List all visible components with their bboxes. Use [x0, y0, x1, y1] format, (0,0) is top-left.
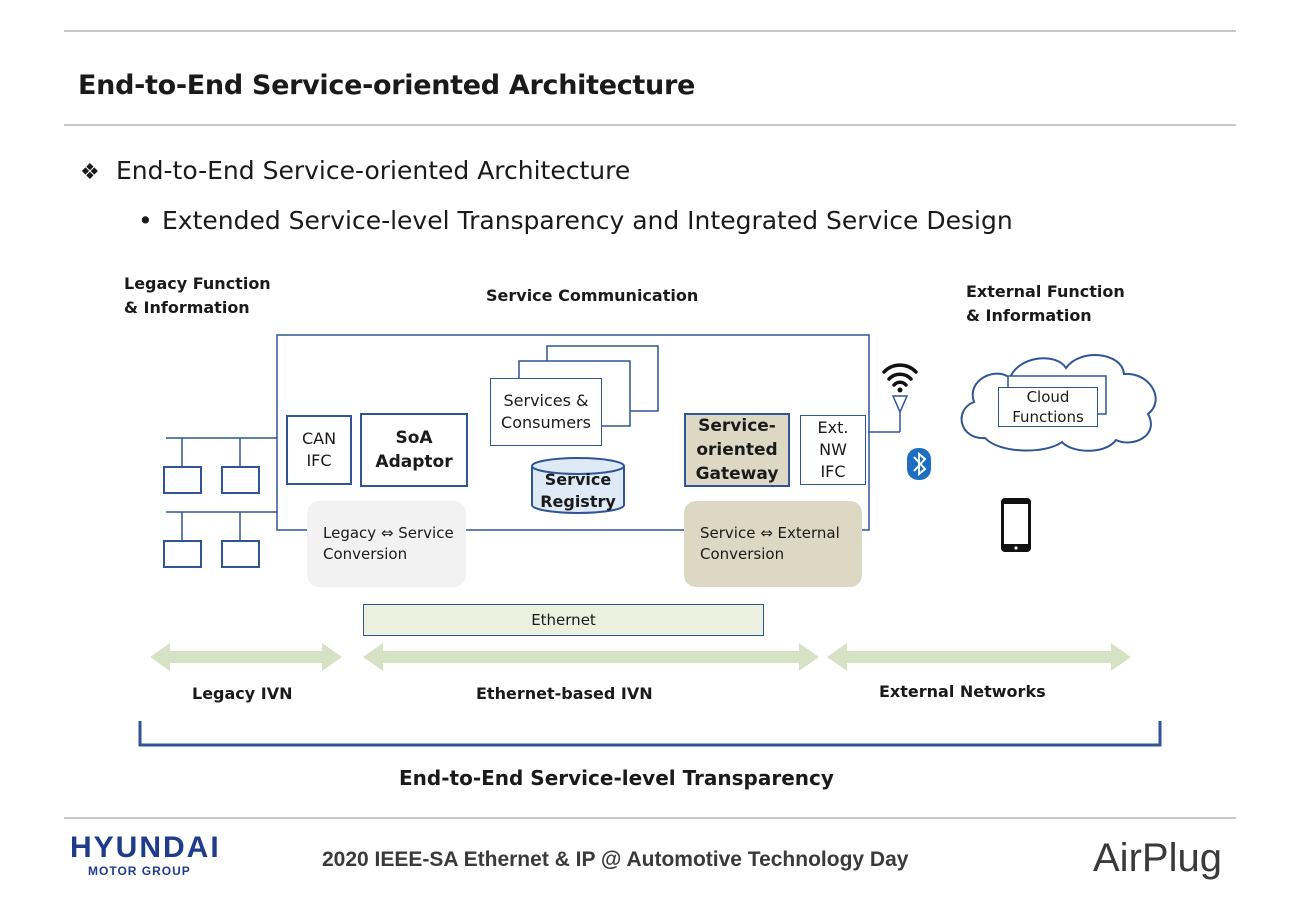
transparency-bracket — [138, 721, 1162, 747]
hyundai-logo: HYUNDAI MOTOR GROUP — [70, 831, 221, 879]
gateway-line-1: Service- — [698, 416, 776, 436]
cloud-functions-line-2: Functions — [1012, 408, 1084, 426]
soa-adaptor-line-2: Adaptor — [375, 452, 453, 472]
legacy-function-label: Legacy Function & Information — [124, 272, 271, 320]
cloud-functions-box: Cloud Functions — [998, 387, 1098, 427]
gateway-line-2: oriented — [696, 440, 778, 460]
footer-event-text: 2020 IEEE-SA Ethernet & IP @ Automotive … — [322, 848, 909, 871]
bullet-1-text: End-to-End Service-oriented Architecture — [116, 156, 631, 185]
bluetooth-icon — [907, 448, 931, 480]
legacy-ecu — [221, 540, 260, 568]
smartphone-icon — [1001, 498, 1031, 552]
soa-adaptor-line-1: SoA — [395, 428, 433, 448]
services-consumers-box: Services & Consumers — [490, 378, 602, 446]
cloud-functions-line-1: Cloud — [1026, 388, 1070, 406]
hyundai-logo-text: HYUNDAI — [70, 831, 221, 864]
external-function-label: External Function & Information — [966, 280, 1125, 328]
top-rule — [64, 30, 1236, 32]
title-rule — [64, 124, 1236, 126]
external-conversion-line-1: Service ⇔ External — [700, 524, 840, 542]
arrow-ethernet-ivn — [363, 643, 819, 671]
external-conversion-line-2: Conversion — [700, 545, 785, 563]
legacy-ecu — [163, 466, 202, 494]
bullet-2-text: Extended Service-level Transparency and … — [162, 206, 1013, 235]
external-conversion-box: Service ⇔ External Conversion — [684, 501, 862, 587]
sub-bullet-marker: • — [138, 206, 153, 235]
legacy-ecu — [163, 540, 202, 568]
legacy-conversion-line-1: Legacy ⇔ Service — [323, 524, 454, 542]
ext-nw-ifc-line-1: Ext. — [817, 418, 849, 437]
ext-nw-ifc-line-3: IFC — [820, 462, 846, 481]
wifi-icon — [882, 363, 918, 393]
arrow-legacy-ivn — [150, 643, 342, 671]
ext-nw-ifc-box: Ext. NW IFC — [800, 415, 866, 485]
services-consumers-line-1: Services & — [503, 391, 589, 410]
footer-rule — [64, 817, 1236, 819]
legacy-ecu — [221, 466, 260, 494]
legacy-conversion-line-2: Conversion — [323, 545, 408, 563]
network-arrows — [150, 643, 1131, 671]
bullet-2: • Extended Service-level Transparency and… — [138, 206, 1013, 235]
soa-adaptor-box: SoA Adaptor — [360, 413, 468, 487]
gateway-line-3: Gateway — [695, 464, 779, 484]
transparency-label: End-to-End Service-level Transparency — [399, 766, 834, 790]
service-registry-line-2: Registry — [540, 492, 616, 511]
bullet-1: ❖ End-to-End Service-oriented Architectur… — [80, 156, 630, 185]
legacy-label-line-1: Legacy Function — [124, 274, 271, 293]
service-registry: Service Registry — [532, 468, 624, 514]
services-consumers-line-2: Consumers — [501, 413, 591, 432]
can-ifc-line-2: IFC — [306, 451, 332, 470]
airplug-logo: AirPlug — [1093, 836, 1222, 880]
external-label-line-1: External Function — [966, 282, 1125, 301]
ethernet-ivn-label: Ethernet-based IVN — [476, 684, 653, 703]
can-ifc-line-1: CAN — [301, 429, 337, 448]
legacy-bus — [166, 437, 278, 541]
hyundai-logo-subtext: MOTOR GROUP — [88, 864, 191, 878]
legacy-label-line-2: & Information — [124, 298, 250, 317]
service-registry-line-1: Service — [544, 470, 612, 489]
service-oriented-gateway-box: Service- oriented Gateway — [684, 413, 790, 487]
legacy-ecus — [163, 466, 260, 568]
service-communication-label: Service Communication — [486, 286, 699, 305]
bullet-marker: ❖ — [80, 160, 100, 185]
service-registry-cylinder — [531, 457, 625, 514]
antenna-icon — [891, 395, 909, 414]
ext-nw-ifc-line-2: NW — [819, 440, 847, 459]
legacy-conversion-box: Legacy ⇔ Service Conversion — [307, 501, 466, 587]
page-title: End-to-End Service-oriented Architecture — [78, 70, 695, 101]
external-label-line-2: & Information — [966, 306, 1092, 325]
ethernet-bar: Ethernet — [363, 604, 764, 636]
can-ifc-box: CAN IFC — [286, 415, 352, 485]
arrow-external-networks — [827, 643, 1131, 671]
legacy-ivn-label: Legacy IVN — [192, 684, 293, 703]
external-networks-label: External Networks — [879, 682, 1046, 701]
